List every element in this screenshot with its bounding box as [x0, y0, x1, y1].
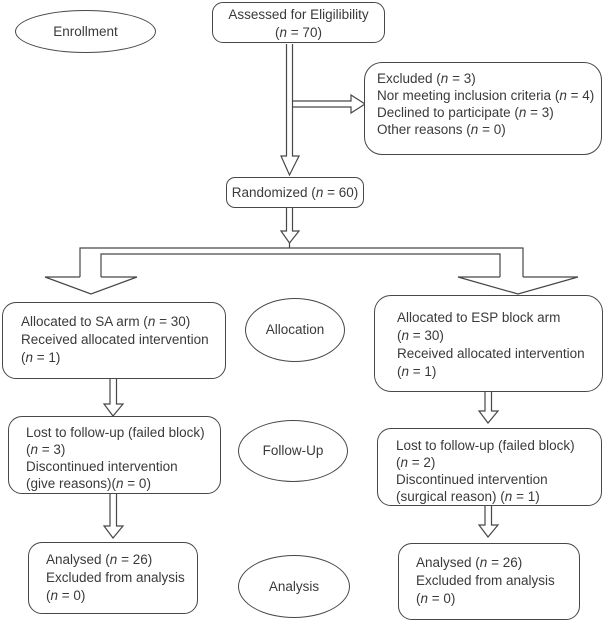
- box-line: Lost to follow-up (failed block): [396, 438, 575, 453]
- box-line: (n = 70): [275, 24, 322, 40]
- box-analysed-sa: Analysed (n = 26) Excluded from analysis…: [28, 542, 198, 614]
- arrow-sa-followup-to-analysis: [102, 494, 125, 539]
- split-arrowhead-right: [457, 276, 579, 295]
- box-line: (n = 0): [46, 588, 86, 603]
- box-line: (n = 0): [416, 591, 456, 606]
- box-line: Declined to participate (n = 3): [377, 105, 554, 120]
- stage-label-analysis: Analysis: [268, 578, 320, 594]
- stage-ellipse-follow-up: Follow-Up: [238, 420, 348, 482]
- box-line: Assessed for Eligilibility: [228, 7, 369, 22]
- box-line: Discontinued intervention: [396, 472, 548, 487]
- box-assessed-for-eligibility: Assessed for Eligilibility (n = 70): [212, 2, 385, 43]
- box-line: Received allocated intervention: [397, 346, 585, 361]
- stage-ellipse-analysis: Analysis: [238, 555, 350, 618]
- box-line: Other reasons (n = 0): [377, 122, 506, 137]
- box-line: Discontinued intervention: [26, 459, 178, 474]
- box-line: (n = 30): [397, 328, 444, 343]
- box-randomized: Randomized (n = 60): [226, 177, 364, 208]
- box-line: (n = 3): [26, 442, 66, 457]
- box-allocated-esp-block-arm: Allocated to ESP block arm (n = 30) Rece…: [374, 295, 603, 392]
- arrow-randomized-to-split: [279, 208, 301, 245]
- box-line: Excluded (n = 3): [377, 71, 476, 86]
- box-analysed-esp: Analysed (n = 26) Excluded from analysis…: [398, 543, 580, 620]
- stage-label-enrollment: Enrollment: [53, 23, 118, 39]
- box-line: Allocated to ESP block arm: [397, 310, 561, 325]
- box-lost-followup-esp: Lost to follow-up (failed block) (n = 2)…: [377, 428, 602, 506]
- box-lost-followup-sa: Lost to follow-up (failed block) (n = 3)…: [8, 416, 221, 494]
- arrow-to-excluded: [293, 93, 367, 115]
- split-rail-inner: [100, 253, 501, 277]
- box-line: (n = 1): [21, 350, 61, 365]
- box-line: (surgical reason) (n = 1): [396, 489, 540, 504]
- arrow-esp-followup-to-analysis: [477, 506, 500, 538]
- arrow-assessed-to-randomized: [280, 44, 300, 177]
- box-allocated-sa-arm: Allocated to SA arm (n = 30) Received al…: [2, 302, 226, 379]
- box-line: (give reasons)(n = 0): [26, 476, 151, 491]
- box-line: Randomized (n = 60): [231, 185, 359, 200]
- stage-ellipse-allocation: Allocation: [245, 298, 345, 362]
- box-line: Excluded from analysis: [416, 573, 555, 588]
- box-line: (n = 1): [397, 364, 437, 379]
- box-line: Analysed (n = 26): [46, 552, 153, 567]
- box-excluded: Excluded (n = 3) Nor meeting inclusion c…: [364, 62, 602, 155]
- box-line: Excluded from analysis: [46, 570, 185, 585]
- stage-label-allocation: Allocation: [265, 322, 325, 338]
- box-line: (n = 2): [396, 455, 436, 470]
- box-line: Allocated to SA arm (n = 30): [21, 314, 191, 329]
- box-line: Nor meeting inclusion criteria (n = 4): [377, 88, 595, 103]
- split-arrowhead-left: [44, 276, 138, 295]
- arrow-esp-alloc-to-followup: [477, 392, 500, 424]
- stage-label-follow-up: Follow-Up: [262, 443, 324, 459]
- box-line: Lost to follow-up (failed block): [26, 425, 205, 440]
- box-line: Received allocated intervention: [21, 332, 209, 347]
- arrow-sa-alloc-to-followup: [102, 379, 125, 417]
- stage-ellipse-enrollment: Enrollment: [15, 10, 156, 53]
- box-line: Analysed (n = 26): [416, 555, 523, 570]
- split-rail-outer: [79, 247, 524, 277]
